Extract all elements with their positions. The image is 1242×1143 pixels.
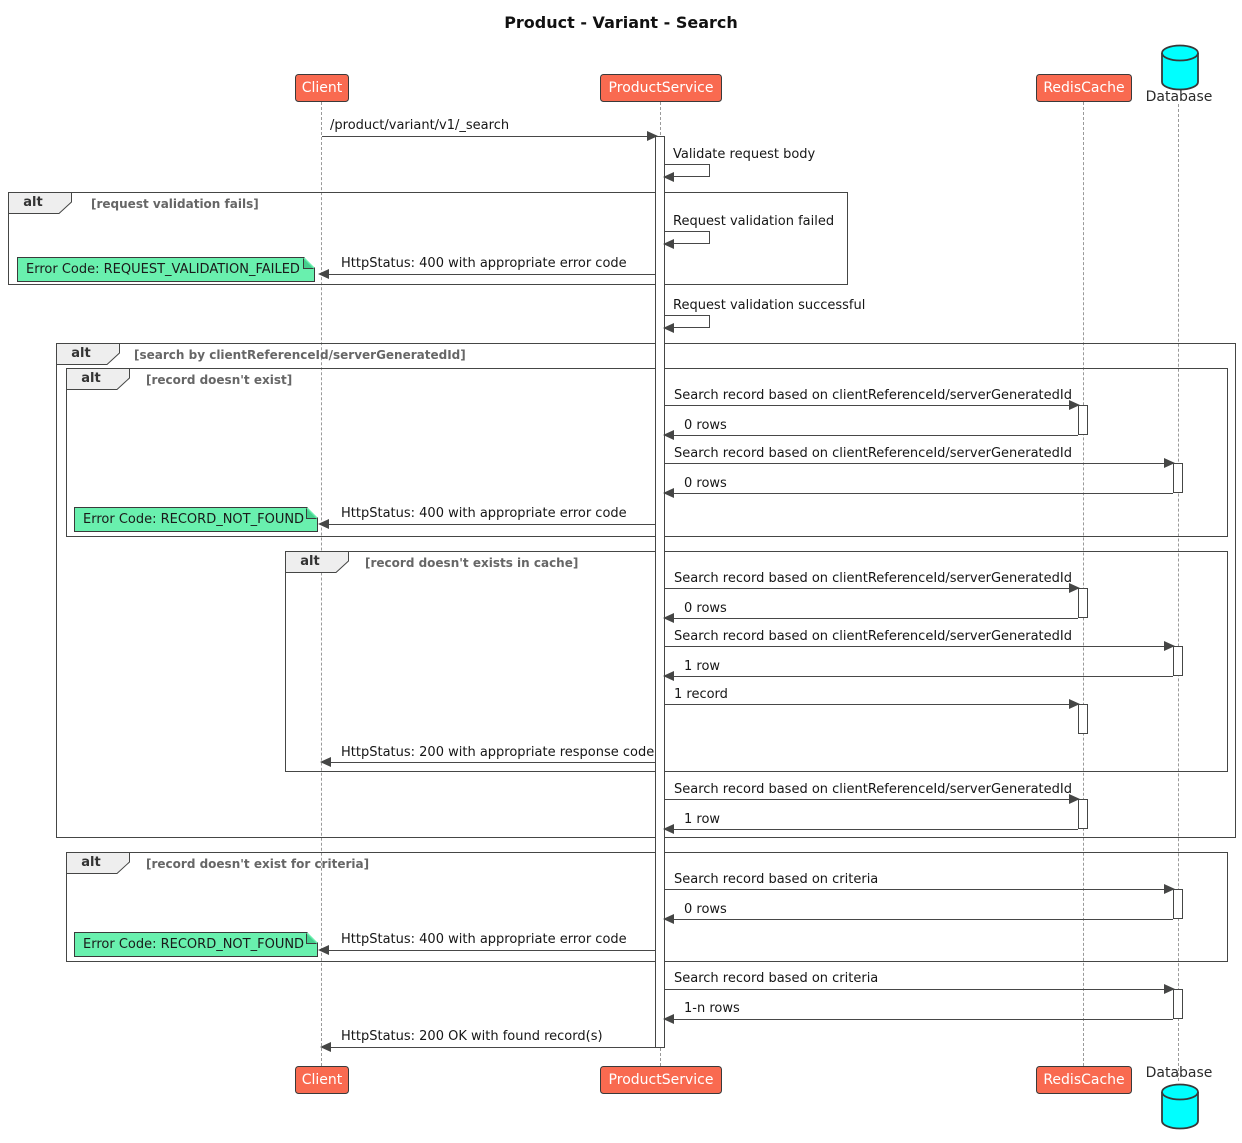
alt-frame-request-validation-fails: alt [request validation fails] (8, 192, 848, 285)
activation-database (1173, 646, 1183, 676)
arrowhead-icon (663, 322, 674, 333)
lifeline-client (321, 102, 322, 1066)
arrowhead-icon (663, 238, 674, 249)
activation-database (1173, 463, 1183, 493)
arrowhead-icon (663, 171, 674, 182)
database-cylinder-icon (1161, 1083, 1199, 1130)
frame-operator: alt (81, 371, 101, 386)
frame-operator: alt (300, 554, 320, 569)
arrowhead-icon (318, 945, 329, 956)
diagram-title: Product - Variant - Search (504, 13, 738, 32)
participant-rediscache-bottom: RedisCache (1036, 1066, 1132, 1094)
note-record-not-found-1: Error Code: RECORD_NOT_FOUND (74, 507, 318, 532)
arrowhead-icon (1069, 794, 1080, 805)
lifeline-rediscache (1083, 102, 1084, 1066)
note-record-not-found-2: Error Code: RECORD_NOT_FOUND (74, 932, 318, 957)
arrowhead-icon (320, 757, 331, 768)
arrowhead-icon (663, 613, 674, 624)
participant-productservice-bottom: ProductService (600, 1066, 722, 1094)
arrowhead-icon (663, 430, 674, 441)
arrowhead-icon (318, 519, 329, 530)
participant-client-bottom: Client (295, 1066, 349, 1094)
frame-condition: [record doesn't exists in cache] (365, 556, 579, 570)
activation-rediscache (1078, 799, 1088, 829)
participant-client-top: Client (295, 74, 349, 102)
arrowhead-icon (1164, 641, 1175, 652)
participant-database-top-label: Database (1145, 89, 1213, 105)
note-fold-icon (303, 258, 314, 269)
participant-database-bottom-label: Database (1145, 1065, 1213, 1081)
frame-condition: [record doesn't exist for criteria] (146, 857, 370, 871)
activation-rediscache (1078, 704, 1088, 734)
arrowhead-icon (663, 1014, 674, 1025)
activation-rediscache (1078, 588, 1088, 618)
alt-header-pentagon (66, 368, 130, 390)
activation-database (1173, 989, 1183, 1019)
frame-operator: alt (23, 195, 43, 210)
arrowhead-icon (1069, 699, 1080, 710)
note-fold-icon (306, 508, 317, 519)
alt-header-pentagon (66, 852, 130, 874)
activation-rediscache (1078, 405, 1088, 435)
frame-condition: [record doesn't exist] (146, 373, 293, 387)
arrowhead-icon (663, 914, 674, 925)
participant-database-bottom (1160, 1083, 1200, 1134)
lifeline-database (1178, 104, 1179, 1081)
arrowhead-icon (663, 671, 674, 682)
arrowhead-icon (647, 131, 658, 142)
alt-frame-record-doesnt-exist: alt [record doesn't exist] (66, 368, 1228, 537)
database-cylinder-icon (1161, 44, 1199, 91)
alt-header-pentagon (285, 551, 349, 573)
alt-frame-record-not-in-cache: alt [record doesn't exists in cache] (285, 551, 1228, 772)
alt-frame-search-by-id: alt [search by clientReferenceId/serverG… (56, 343, 1236, 838)
frame-operator: alt (71, 346, 91, 361)
note-request-validation-failed: Error Code: REQUEST_VALIDATION_FAILED (17, 257, 315, 282)
arrowhead-icon (1069, 583, 1080, 594)
alt-header-pentagon (56, 343, 120, 365)
participant-database-top (1160, 44, 1200, 95)
alt-frame-record-not-exist-criteria: alt [record doesn't exist for criteria] (66, 852, 1228, 962)
frame-condition: [request validation fails] (91, 197, 259, 211)
arrowhead-icon (663, 488, 674, 499)
activation-database (1173, 889, 1183, 919)
arrowhead-icon (320, 1042, 331, 1053)
arrowhead-icon (1164, 458, 1175, 469)
alt-header-pentagon (8, 192, 72, 214)
frame-condition: [search by clientReferenceId/serverGener… (134, 348, 466, 362)
frame-operator: alt (81, 855, 101, 870)
activation-productservice (655, 136, 665, 1048)
arrowhead-icon (1164, 984, 1175, 995)
note-fold-icon (306, 933, 317, 944)
participant-rediscache-top: RedisCache (1036, 74, 1132, 102)
participant-productservice-top: ProductService (600, 74, 722, 102)
arrowhead-icon (1069, 400, 1080, 411)
arrowhead-icon (318, 269, 329, 280)
arrowhead-icon (663, 824, 674, 835)
arrowhead-icon (1164, 884, 1175, 895)
